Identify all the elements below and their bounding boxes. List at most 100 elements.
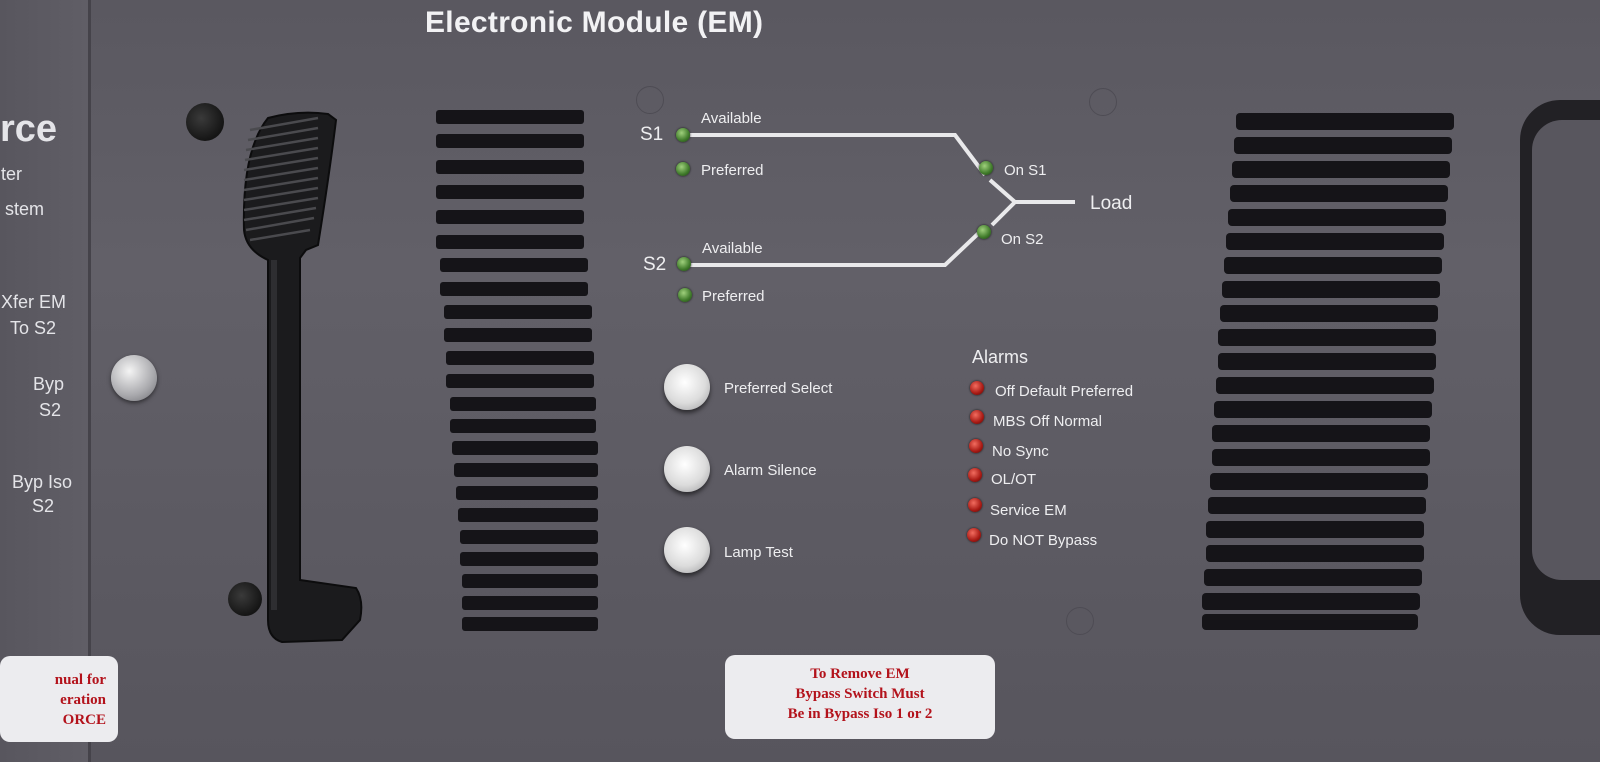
on-s2-label: On S2 [1001, 231, 1044, 248]
alarm-silence-label: Alarm Silence [724, 462, 817, 479]
warning-line: To Remove EM [810, 666, 910, 682]
module-handle-icon[interactable] [238, 110, 368, 655]
vent-slot [1228, 209, 1446, 226]
byp-s2-label-line2: S2 [38, 400, 61, 420]
vent-slot [450, 419, 596, 433]
remove-em-warning-label: To Remove EM Bypass Switch Must Be in By… [725, 655, 995, 739]
vent-slot [1236, 113, 1454, 130]
vent-slot [436, 160, 584, 174]
on-s1-led [979, 161, 993, 175]
vent-slot [1218, 329, 1436, 346]
vent-slot [1206, 521, 1424, 538]
vent-slot [446, 374, 594, 388]
vent-slot [1202, 614, 1418, 630]
vent-slot [436, 134, 584, 148]
vent-slot [1232, 161, 1450, 178]
panel-ring-mark [1066, 607, 1094, 635]
vent-slot [1234, 137, 1452, 154]
vent-slot [1218, 353, 1436, 370]
s1-preferred-led [676, 162, 690, 176]
mounting-screw-icon [228, 582, 262, 616]
vent-slot [1222, 281, 1440, 298]
alarm-led-mbs-off-normal [970, 410, 984, 424]
vent-slot [462, 617, 598, 631]
vent-slot [1210, 473, 1428, 490]
warning-line: Be in Bypass Iso 1 or 2 [787, 706, 933, 722]
s1-label: S1 [640, 124, 664, 145]
adjacent-module-title-fragment: rce [0, 108, 58, 150]
vent-slot [454, 463, 598, 477]
alarm-led-do-not-bypass [967, 528, 981, 542]
vent-slot [1212, 425, 1430, 442]
preferred-select-button[interactable] [664, 364, 710, 410]
alarm-label-do-not-bypass: Do NOT Bypass [989, 532, 1098, 549]
adjacent-module-panel: rce ter stem Xfer EM To S2 Byp S2 Byp Is… [0, 0, 91, 762]
vent-slot [1220, 305, 1438, 322]
adjacent-handle-inner [1532, 120, 1600, 580]
s1-available-led [676, 128, 690, 142]
vent-slot [440, 282, 588, 296]
vent-slot [452, 441, 598, 455]
s1-preferred-label: Preferred [701, 162, 764, 179]
alarms-heading: Alarms [972, 347, 1029, 367]
vent-slot [436, 110, 584, 124]
vent-slot [1202, 593, 1420, 610]
vent-slot [460, 530, 598, 544]
s2-preferred-led [678, 288, 692, 302]
panel-ring-mark [1089, 88, 1117, 116]
alarm-label-ol-ot: OL/OT [991, 471, 1037, 488]
vent-slot [1224, 257, 1442, 274]
adjacent-label-line: ORCE [62, 712, 106, 728]
vent-slot [1226, 233, 1444, 250]
vent-slot [1204, 569, 1422, 586]
xfer-em-label-line1: Xfer EM [0, 292, 66, 312]
alarm-led-off-default-preferred [970, 381, 984, 395]
byp-iso-s2-label-line1: Byp Iso [11, 472, 72, 492]
preferred-select-label: Preferred Select [724, 380, 833, 397]
alarm-label-off-default-preferred: Off Default Preferred [995, 383, 1134, 400]
alarm-label-service-em: Service EM [990, 502, 1067, 519]
thumbscrew-icon[interactable] [111, 355, 157, 401]
vent-slot [1206, 545, 1424, 562]
vent-slot [440, 258, 588, 272]
alarm-silence-button[interactable] [664, 446, 710, 492]
byp-s2-label-line1: Byp [32, 374, 64, 394]
adjacent-label-line: nual for [54, 672, 106, 688]
s2-available-led [677, 257, 691, 271]
vent-slot [456, 486, 598, 500]
xfer-em-label-line2: To S2 [9, 318, 56, 338]
vent-slot [1212, 449, 1430, 466]
vent-slot [436, 235, 584, 249]
warning-line: Bypass Switch Must [795, 686, 925, 702]
vent-slot [436, 210, 584, 224]
alarm-led-ol-ot [968, 468, 982, 482]
on-s2-led [977, 225, 991, 239]
s2-flow-line [690, 228, 984, 267]
vent-slot [462, 574, 598, 588]
alarm-label-mbs-off-normal: MBS Off Normal [993, 413, 1102, 430]
s2-label: S2 [643, 254, 667, 275]
load-junction-line [988, 178, 1018, 227]
vent-slot [444, 328, 592, 342]
byp-iso-s2-label-line2: S2 [31, 496, 54, 516]
vent-slot [462, 596, 598, 610]
mounting-screw-icon [186, 103, 224, 141]
vent-slot [1230, 185, 1448, 202]
vent-slot [460, 552, 598, 566]
s2-preferred-label: Preferred [702, 288, 765, 305]
s2-available-label: Available [702, 240, 763, 257]
lamp-test-label: Lamp Test [724, 544, 793, 561]
on-s1-label: On S1 [1004, 162, 1047, 179]
s1-available-label: Available [701, 110, 762, 127]
alarm-led-service-em [968, 498, 982, 512]
adjacent-module-text-line: ter [0, 164, 22, 184]
vent-slot [458, 508, 598, 522]
adjacent-warning-label: nual for eration ORCE [0, 656, 118, 742]
vent-slot [450, 397, 596, 411]
alarm-led-no-sync [969, 439, 983, 453]
vent-slot [1214, 401, 1432, 418]
vent-slot [446, 351, 594, 365]
lamp-test-button[interactable] [664, 527, 710, 573]
vent-slot [444, 305, 592, 319]
